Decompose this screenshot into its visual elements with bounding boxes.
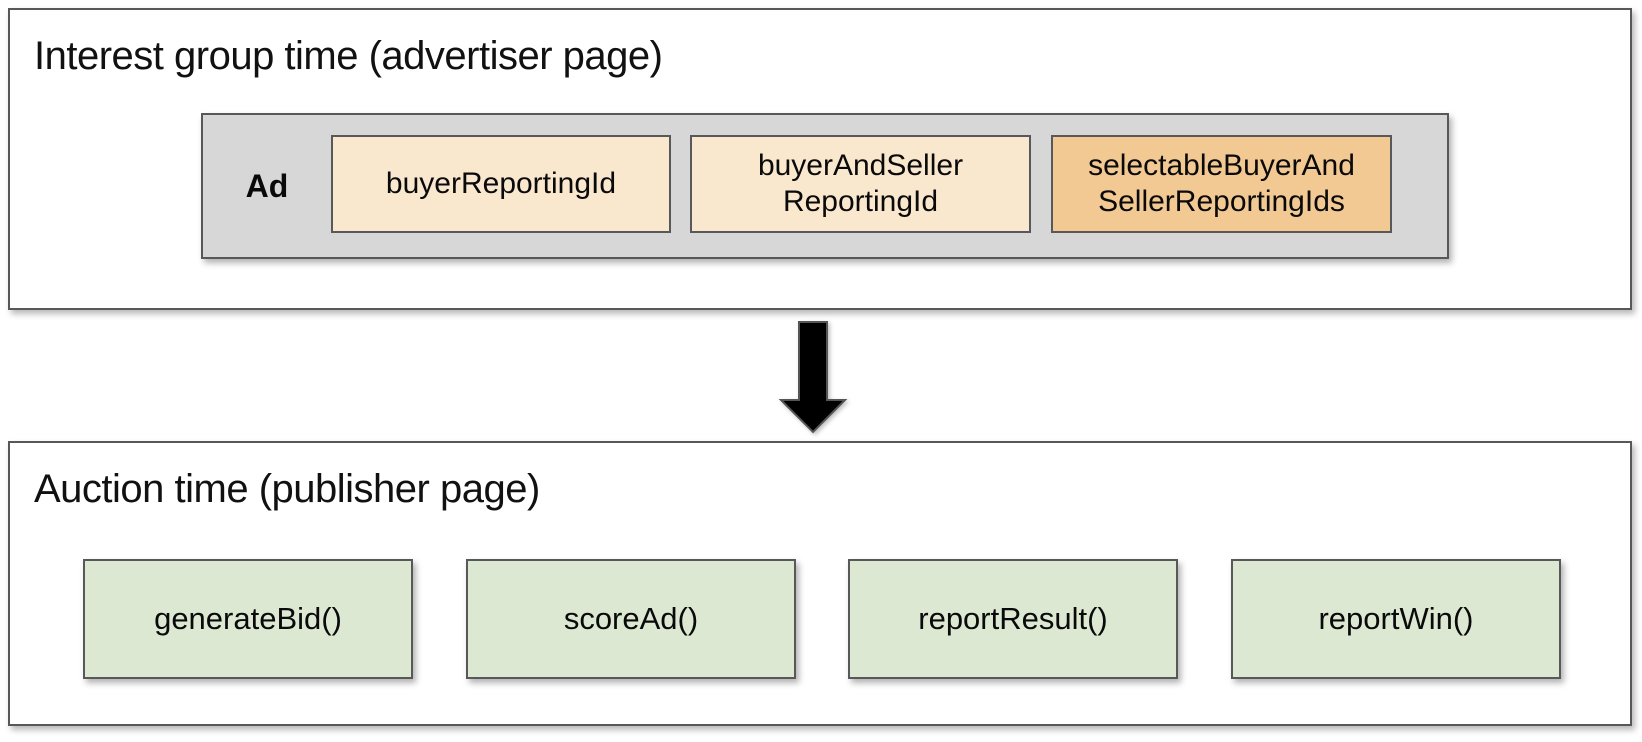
function-box-report-win: reportWin() (1231, 559, 1561, 679)
box-selectable-buyer-and-seller-reporting-ids-line2: SellerReportingIds (1098, 185, 1345, 218)
down-block-arrow-icon (778, 321, 848, 434)
auction-section: Auction time (publisher page) generateBi… (8, 441, 1632, 726)
box-buyer-and-seller-reporting-id: buyerAndSeller ReportingId (690, 135, 1031, 233)
box-selectable-buyer-and-seller-reporting-ids-line1: selectableBuyerAnd (1088, 149, 1355, 182)
function-box-generate-bid: generateBid() (83, 559, 413, 679)
auction-section-title: Auction time (publisher page) (34, 467, 540, 511)
box-buyer-reporting-id: buyerReportingId (331, 135, 671, 233)
box-buyer-and-seller-reporting-id-line1: buyerAndSeller (757, 149, 964, 182)
function-box-report-result-label: reportResult() (918, 601, 1108, 636)
ad-label: Ad (245, 167, 289, 204)
function-box-report-win-label: reportWin() (1318, 601, 1474, 636)
ad-container: Ad buyerReportingId buyerAndSeller Repor… (201, 113, 1449, 259)
box-buyer-reporting-id-label: buyerReportingId (385, 167, 617, 200)
box-buyer-and-seller-reporting-id-line2: ReportingId (782, 185, 939, 218)
function-box-report-result: reportResult() (848, 559, 1178, 679)
interest-group-section-title: Interest group time (advertiser page) (34, 34, 663, 78)
function-box-score-ad-label: scoreAd() (563, 601, 699, 636)
function-box-score-ad: scoreAd() (466, 559, 796, 679)
interest-group-section: Interest group time (advertiser page) Ad… (8, 8, 1632, 310)
function-box-generate-bid-label: generateBid() (154, 601, 342, 636)
box-selectable-buyer-and-seller-reporting-ids: selectableBuyerAnd SellerReportingIds (1051, 135, 1392, 233)
